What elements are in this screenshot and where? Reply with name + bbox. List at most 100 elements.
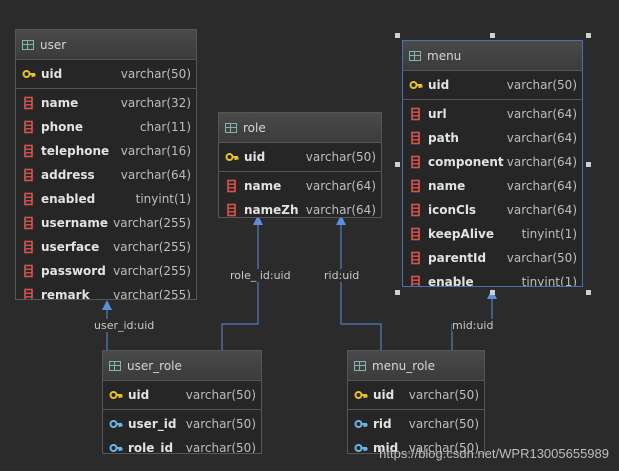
table-header[interactable]: menu_role — [348, 351, 484, 381]
column-row[interactable]: uid varchar(50) — [348, 383, 484, 407]
column-type: varchar(50) — [408, 417, 479, 431]
column-name: name — [41, 96, 79, 110]
arrow-to-role-right — [336, 215, 346, 225]
primary-key-icon — [22, 67, 36, 81]
primary-key-section: uid varchar(50) — [403, 71, 582, 100]
relation-label-role_id: role_ id:uid — [230, 269, 291, 282]
column-name: uid — [373, 388, 395, 402]
resize-handle[interactable] — [490, 290, 495, 295]
arrow-to-role-left — [253, 215, 263, 225]
column-name: keepAlive — [428, 227, 494, 241]
column-type: varchar(64) — [506, 155, 577, 169]
column-type: varchar(50) — [185, 441, 256, 454]
column-type: varchar(50) — [185, 388, 256, 402]
table-header[interactable]: menu — [403, 41, 582, 71]
column-row[interactable]: uid varchar(50) — [403, 73, 582, 97]
column-icon — [22, 216, 36, 230]
resize-handle[interactable] — [586, 162, 591, 167]
column-name: uid — [428, 78, 450, 92]
resize-handle[interactable] — [395, 33, 400, 38]
relation-label-mid: mid:uid — [452, 319, 494, 332]
column-name: role_id — [128, 441, 174, 454]
resize-handle[interactable] — [490, 33, 495, 38]
column-type: varchar(50) — [120, 67, 191, 81]
relation-label-rid: rid:uid — [324, 269, 360, 282]
column-type: tinyint(1) — [521, 275, 577, 287]
column-row[interactable]: rid varchar(50) — [348, 412, 484, 436]
column-icon — [409, 251, 423, 265]
column-name: nameZh — [244, 203, 299, 217]
column-row[interactable]: keepAlive tinyint(1) — [403, 222, 582, 246]
table-icon — [22, 39, 34, 50]
column-icon — [22, 264, 36, 278]
column-type: tinyint(1) — [521, 227, 577, 241]
column-name: phone — [41, 120, 84, 134]
primary-key-icon — [225, 150, 239, 164]
column-name: url — [428, 107, 447, 121]
column-type: varchar(64) — [120, 168, 191, 182]
resize-handle[interactable] — [586, 290, 591, 295]
column-type: varchar(64) — [506, 179, 577, 193]
column-name: password — [41, 264, 106, 278]
column-row[interactable]: name varchar(32) — [16, 91, 196, 115]
column-name: rid — [373, 417, 392, 431]
column-type: varchar(255) — [113, 240, 191, 254]
column-row[interactable]: uid varchar(50) — [16, 62, 196, 86]
foreign-key-icon — [354, 417, 368, 431]
resize-handle[interactable] — [395, 290, 400, 295]
table-icon — [409, 50, 421, 61]
watermark: https://blog.csdn.net/WPR13005655989 — [379, 446, 609, 461]
column-type: varchar(50) — [408, 388, 479, 402]
column-icon — [409, 203, 423, 217]
column-icon — [22, 192, 36, 206]
foreign-key-icon — [109, 441, 123, 453]
relation-line-user_role-role — [221, 224, 259, 352]
table-header[interactable]: user — [16, 30, 196, 60]
column-icon — [409, 227, 423, 241]
column-name: path — [428, 131, 459, 145]
column-type: varchar(50) — [408, 441, 479, 454]
column-type: varchar(32) — [120, 96, 191, 110]
column-name: enabled — [41, 192, 96, 206]
column-name: iconCls — [428, 203, 477, 217]
column-icon — [22, 96, 36, 110]
column-type: varchar(50) — [506, 78, 577, 92]
table-header[interactable]: user_role — [103, 351, 261, 381]
column-row[interactable]: role_id varchar(50) — [103, 436, 261, 454]
column-name: uid — [41, 67, 63, 81]
resize-handle[interactable] — [395, 162, 400, 167]
resize-handle[interactable] — [586, 33, 591, 38]
table-header[interactable]: role — [219, 113, 381, 143]
